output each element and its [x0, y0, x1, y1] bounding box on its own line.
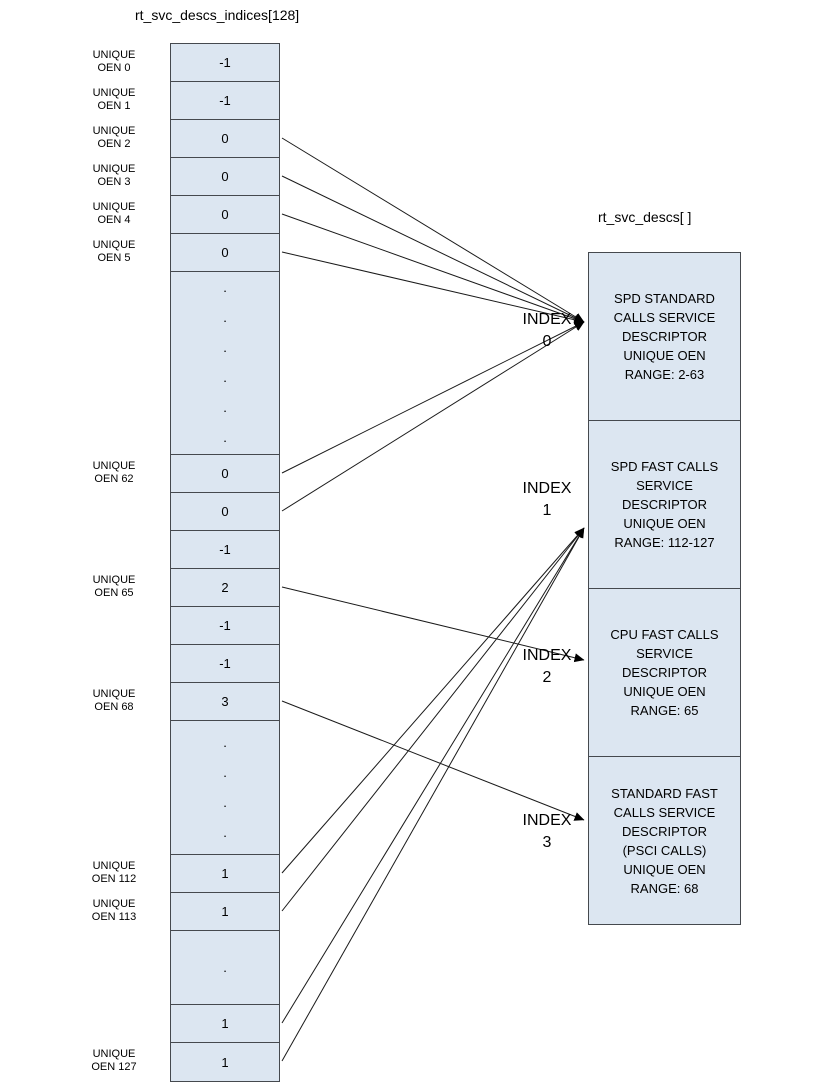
array-cell: 1: [171, 893, 279, 931]
oen-label: UNIQUE OEN 65: [92, 574, 136, 599]
index-label-0: INDEX 0: [522, 311, 572, 350]
array-cell: 0: [171, 120, 279, 158]
descriptor-box-3: STANDARD FAST CALLS SERVICE DESCRIPTOR (…: [588, 756, 741, 925]
arrow-line: [281, 700, 585, 821]
oen-label: UNIQUE OEN 2: [92, 125, 136, 150]
descs-title: rt_svc_descs[ ]: [598, 209, 692, 225]
array-cell: 0: [171, 196, 279, 234]
array-cell: 0: [171, 455, 279, 493]
array-cell: -1: [171, 531, 279, 569]
service-descriptors: SPD STANDARD CALLS SERVICE DESCRIPTOR UN…: [588, 252, 741, 925]
array-cell: 0: [171, 158, 279, 196]
arrow-line: [281, 213, 585, 324]
oen-label: UNIQUE OEN 127: [91, 1048, 137, 1073]
array-cell: 1: [171, 1043, 279, 1081]
descriptor-box-1: SPD FAST CALLS SERVICE DESCRIPTOR UNIQUE…: [588, 420, 741, 589]
oen-label: UNIQUE OEN 1: [92, 87, 136, 112]
array-cell-ellipsis: .: [171, 931, 279, 1005]
oen-label: UNIQUE OEN 112: [91, 860, 137, 885]
oen-label: UNIQUE OEN 0: [92, 49, 136, 74]
array-cell-ellipsis: . . . . . .: [171, 272, 279, 455]
indices-array: -1 -1 0 0 0 0 . . . . . . 0 0 -1 2 -1 -1…: [170, 43, 280, 1082]
oen-label: UNIQUE OEN 4: [92, 201, 136, 226]
array-cell: 0: [171, 234, 279, 272]
oen-label: UNIQUE OEN 3: [92, 163, 136, 188]
oen-label: UNIQUE OEN 68: [92, 688, 136, 713]
oen-label: UNIQUE OEN 5: [92, 239, 136, 264]
array-cell: -1: [171, 44, 279, 82]
oen-label: UNIQUE OEN 62: [92, 460, 136, 485]
descriptor-box-0: SPD STANDARD CALLS SERVICE DESCRIPTOR UN…: [588, 252, 741, 421]
descriptor-box-2: CPU FAST CALLS SERVICE DESCRIPTOR UNIQUE…: [588, 588, 741, 757]
array-cell: 3: [171, 683, 279, 721]
arrow-line: [281, 137, 585, 323]
array-cell: 1: [171, 1005, 279, 1043]
index-label-1: INDEX 1: [522, 480, 572, 519]
arrow-line: [281, 527, 585, 1062]
oen-label: UNIQUE OEN 113: [91, 898, 137, 923]
array-cell: -1: [171, 607, 279, 645]
arrow-line: [281, 527, 585, 1024]
array-cell: 2: [171, 569, 279, 607]
array-title: rt_svc_descs_indices[128]: [135, 7, 300, 23]
index-label-3: INDEX 3: [522, 812, 572, 851]
array-cell: -1: [171, 82, 279, 120]
array-cell: 1: [171, 855, 279, 893]
array-cell: 0: [171, 493, 279, 531]
array-cell-ellipsis: . . . .: [171, 721, 279, 855]
arrow-line: [281, 175, 585, 323]
index-label-2: INDEX 2: [522, 647, 572, 686]
array-cell: -1: [171, 645, 279, 683]
